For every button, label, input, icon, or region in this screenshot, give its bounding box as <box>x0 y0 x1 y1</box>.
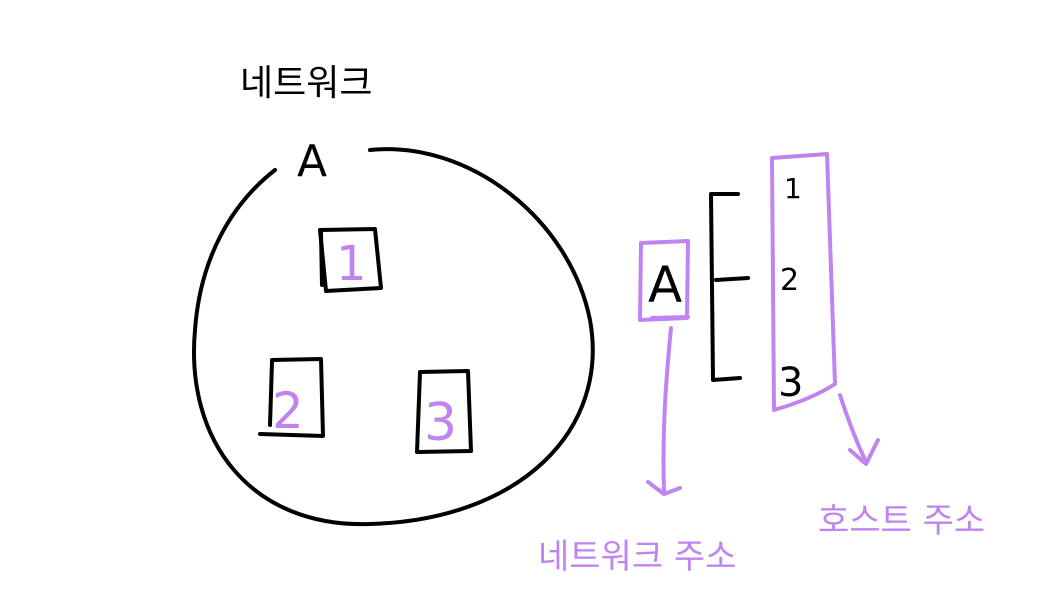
diagram-title: 네트워크 <box>240 63 372 104</box>
host-part-column <box>770 152 837 412</box>
host-address-arrow <box>838 393 880 466</box>
host-node-1: 1 <box>318 227 383 293</box>
host-part-number-2: 2 <box>780 263 799 298</box>
address-bracket <box>709 192 750 382</box>
host-part-number-3: 3 <box>778 360 803 406</box>
host-label-2: 2 <box>272 382 304 440</box>
network-part: A <box>638 239 690 322</box>
network-address-arrow <box>646 326 682 496</box>
network-part-letter: A <box>648 256 682 314</box>
host-part-number-1: 1 <box>784 172 802 205</box>
network-boundary <box>192 147 595 527</box>
host-node-3: 3 <box>415 369 473 454</box>
network-letter: A <box>297 136 327 187</box>
host-node-2: 2 <box>258 357 325 440</box>
host-label-1: 1 <box>336 236 367 292</box>
host-address-label: 호스트 주소 <box>818 501 985 541</box>
network-address-label: 네트워크 주소 <box>538 537 737 577</box>
host-label-3: 3 <box>424 393 457 453</box>
